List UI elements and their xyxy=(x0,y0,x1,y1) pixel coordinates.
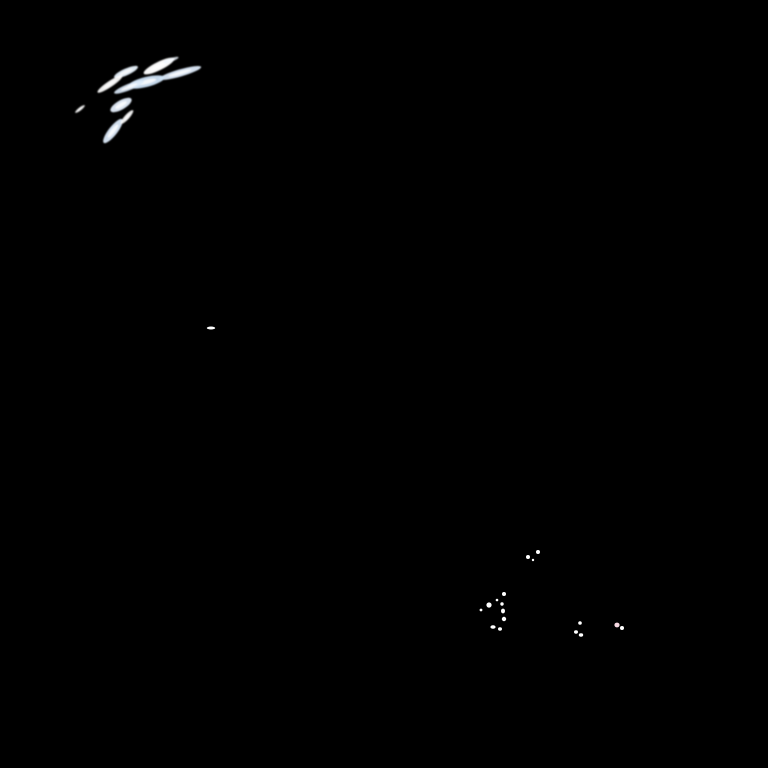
speck-shape xyxy=(578,621,582,625)
streak-highlight xyxy=(115,101,127,109)
speck-shape xyxy=(486,602,492,608)
speck-shape xyxy=(479,608,483,612)
speck-shape xyxy=(501,616,507,622)
speck-shape xyxy=(498,627,502,631)
speck-shape xyxy=(578,633,584,637)
speck-shape xyxy=(531,558,535,562)
speck-shape xyxy=(614,622,620,628)
streak-highlight xyxy=(119,68,133,76)
streak-highlight xyxy=(77,106,83,112)
speck-shape xyxy=(620,626,624,630)
speck-shape xyxy=(502,592,506,596)
speck-shape xyxy=(490,625,496,629)
speck-shape xyxy=(536,550,540,554)
speck-shape xyxy=(500,602,504,606)
streak-highlight xyxy=(120,83,138,91)
streak-highlight xyxy=(168,69,192,77)
speck-shape xyxy=(206,326,216,330)
speck-shape xyxy=(526,555,530,559)
upper-left-streak-cluster xyxy=(75,56,202,144)
streak-highlight xyxy=(123,113,131,121)
speck-field xyxy=(206,326,624,637)
streak-highlight xyxy=(103,79,117,89)
streak-highlight xyxy=(150,61,168,71)
speck-shape xyxy=(574,630,578,634)
speck-shape xyxy=(495,598,499,602)
speck-shape xyxy=(501,608,505,614)
streak-highlight xyxy=(166,58,176,62)
streak-highlight xyxy=(107,124,119,138)
